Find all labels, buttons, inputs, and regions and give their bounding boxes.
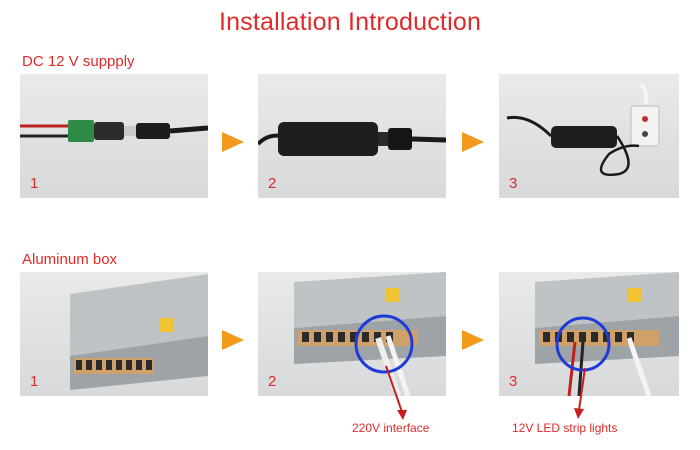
callout-12v-led-strip: 12V LED strip lights (512, 421, 618, 435)
arrow-down-icon (574, 408, 584, 419)
photo-power-supply-box: 1 (20, 272, 208, 396)
arrow-right-icon (222, 330, 244, 350)
section-label-aluminum-box: Aluminum box (22, 251, 118, 268)
step-number: 3 (509, 373, 518, 390)
power-supply-illustration (70, 274, 208, 390)
callout-220v-interface: 220V interface (352, 421, 430, 435)
arrow-down-icon (397, 410, 407, 420)
photo-dc-connector: 1 (20, 74, 208, 198)
step-number: 1 (30, 175, 39, 192)
power-supply-led-illustration (535, 272, 679, 396)
adapter-outlet-illustration (506, 82, 660, 177)
adapter-brick-illustration (258, 122, 446, 156)
step-number: 1 (30, 373, 39, 390)
section-label-dc-supply: DC 12 V suppply (22, 53, 135, 70)
photo-adapter-brick: 2 (258, 74, 446, 198)
page-title: Installation Introduction (218, 8, 482, 36)
dc-connector-illustration (20, 120, 208, 142)
photo-adapter-wall-outlet: 3 (499, 74, 679, 198)
arrow-right-icon (462, 132, 484, 152)
photo-power-supply-led: 3 (499, 272, 679, 396)
arrow-right-icon (462, 330, 484, 350)
arrow-right-icon (222, 132, 244, 152)
step-number: 2 (268, 175, 277, 192)
step-number: 3 (509, 175, 518, 192)
power-supply-220v-illustration (294, 272, 446, 396)
photo-power-supply-220v: 2 (258, 272, 446, 396)
step-number: 2 (268, 373, 277, 390)
